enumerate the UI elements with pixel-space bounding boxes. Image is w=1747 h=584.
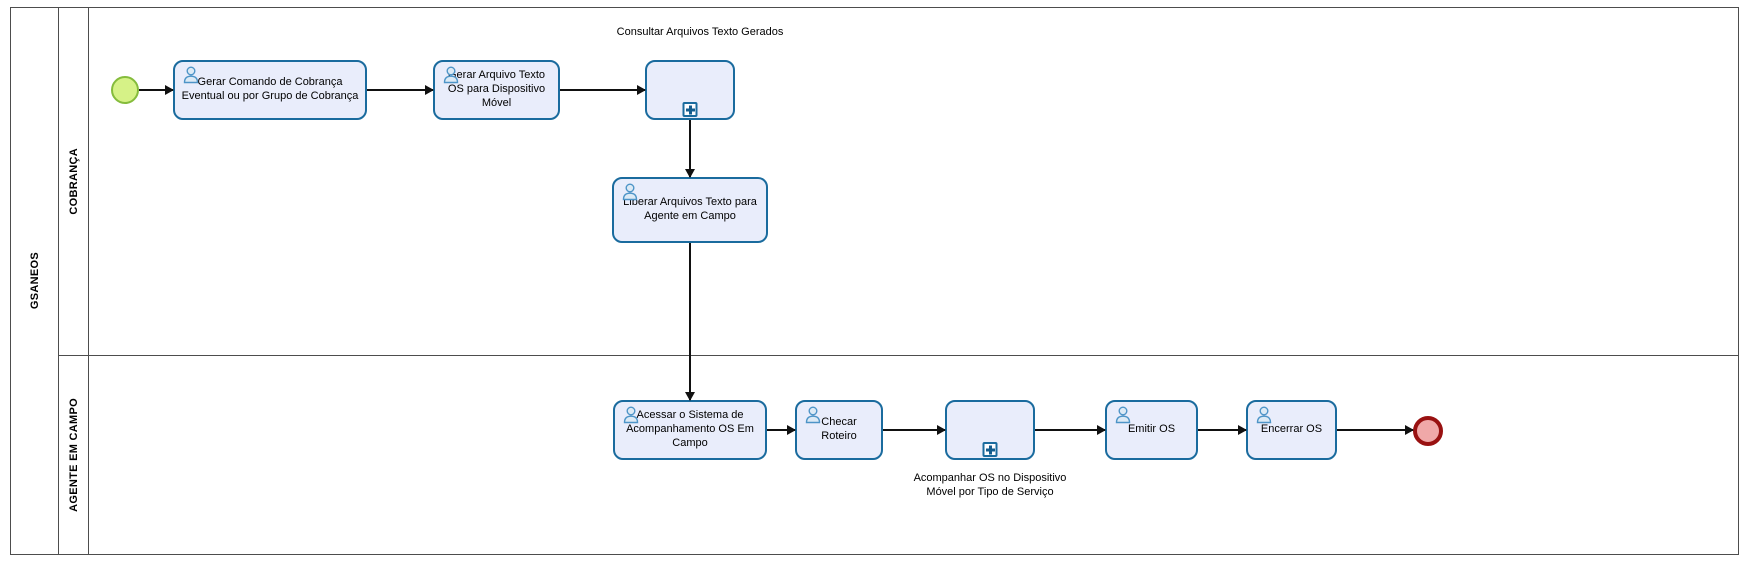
sequence-flow-emitir-to-encerrar [1198,429,1246,431]
user-icon [1254,406,1274,429]
plus-icon[interactable] [682,102,698,117]
task-gerar-comando-cobranca[interactable]: Gerar Comando de Cobrança Eventual ou po… [173,60,367,120]
lane-label-cobranca: COBRANÇA [67,148,80,215]
subprocess-consultar-arquivos[interactable] [645,60,735,120]
user-icon [803,406,823,429]
subprocess-consultar-label: Consultar Arquivos Texto Gerados [616,26,784,38]
task-label: Liberar Arquivos Texto para Agente em Ca… [623,196,757,222]
lane-label-agente-em-campo: AGENTE EM CAMPO [67,398,80,512]
lane-divider [59,355,1738,356]
subprocess-acompanhar-label: Acompanhar OS no Dispositivo Móvel por T… [913,472,1067,499]
task-label: Acessar o Sistema de Acompanhamento OS E… [626,409,754,449]
task-label: Gerar Arquivo Texto OS para Dispositivo … [447,69,546,109]
sequence-flow-start-to-gerar-comando [139,89,173,91]
start-event[interactable] [111,76,139,104]
plus-icon[interactable] [982,442,998,457]
lane-header-cobranca: COBRANÇA [59,8,89,355]
task-label: Gerar Comando de Cobrança Eventual ou po… [181,76,359,102]
pool-title: GSANEOS [28,252,41,310]
user-icon [621,406,641,429]
user-icon [181,66,201,89]
task-label: Checar Roteiro [821,416,857,442]
subprocess-acompanhar-os[interactable] [945,400,1035,460]
task-gerar-arquivo-texto[interactable]: Gerar Arquivo Texto OS para Dispositivo … [433,60,560,120]
user-icon [441,66,461,89]
sequence-flow-encerrar-to-end [1337,429,1413,431]
task-liberar-arquivos[interactable]: Liberar Arquivos Texto para Agente em Ca… [612,177,768,243]
user-icon [620,183,640,206]
task-label: Encerrar OS [1260,423,1323,436]
sequence-flow-liberar-to-acessar [689,243,691,400]
user-icon [1113,406,1133,429]
lane-header-agente-em-campo: AGENTE EM CAMPO [59,355,89,555]
sequence-flow-gerar-arquivo-to-consultar [560,89,645,91]
task-label: Emitir OS [1127,423,1176,436]
end-event[interactable] [1413,416,1443,446]
task-checar-roteiro[interactable]: Checar Roteiro [795,400,883,460]
sequence-flow-checar-to-acompanhar [883,429,945,431]
task-acessar-sistema[interactable]: Acessar o Sistema de Acompanhamento OS E… [613,400,767,460]
task-emitir-os[interactable]: Emitir OS [1105,400,1198,460]
task-encerrar-os[interactable]: Encerrar OS [1246,400,1337,460]
sequence-flow-consultar-to-liberar [689,120,691,177]
pool-gsaneos: GSANEOS COBRANÇA AGENTE EM CAMPO [10,7,1739,555]
pool-header: GSANEOS [11,8,59,554]
sequence-flow-gerar-comando-to-gerar-arquivo [367,89,433,91]
sequence-flow-acompanhar-to-emitir [1035,429,1105,431]
sequence-flow-acessar-to-checar [767,429,795,431]
